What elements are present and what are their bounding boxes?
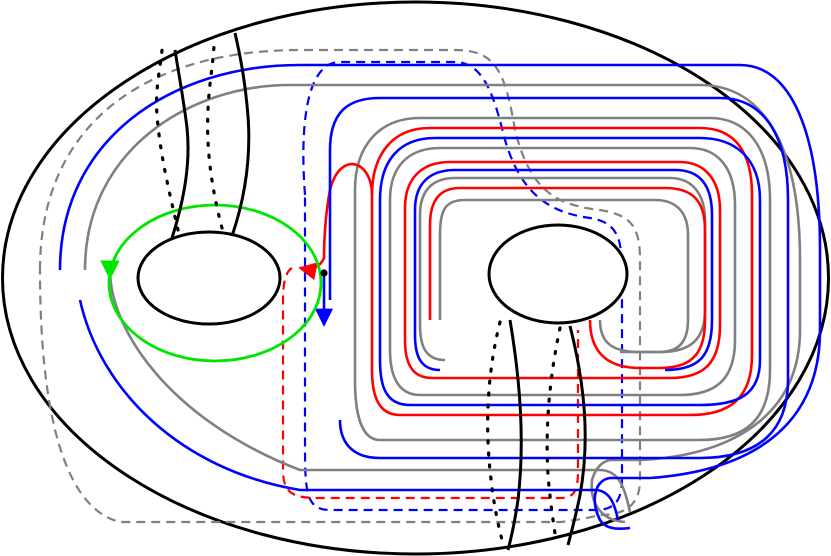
gray-spiral-1 xyxy=(353,116,772,442)
gray-loop-outer xyxy=(83,83,802,524)
red-curves xyxy=(298,126,754,417)
red-spiral-3 xyxy=(428,186,707,370)
red-spiral-2 xyxy=(403,160,722,380)
blue-bottom-run xyxy=(78,299,620,521)
left-hole xyxy=(136,230,282,326)
gray-spiral-2 xyxy=(388,146,737,397)
red-spiral-1 xyxy=(370,126,754,417)
red-arrow-curve xyxy=(298,162,374,281)
gray-spiral-3 xyxy=(418,176,707,362)
blue-dashed-loop xyxy=(302,60,624,512)
right-hole xyxy=(487,223,629,325)
handle-right-front-2 xyxy=(566,325,587,546)
handle-right-back-2 xyxy=(545,326,562,542)
blue-spiral-1 xyxy=(328,96,790,460)
handle-left-back-1 xyxy=(154,48,180,232)
handle-right-front-1 xyxy=(506,319,523,551)
blue-curves xyxy=(58,63,822,531)
blue-spiral-2 xyxy=(378,136,762,407)
handle-left-front-2 xyxy=(230,32,251,237)
gray-dashed-loop xyxy=(38,48,642,524)
handle-left-back-2 xyxy=(206,43,224,230)
base-point xyxy=(320,269,328,277)
black-handles xyxy=(154,32,587,551)
blue-spiral-3 xyxy=(413,168,714,372)
handle-right-back-1 xyxy=(486,320,504,542)
gray-inner-hook xyxy=(438,198,690,354)
blue-loop-outer xyxy=(58,63,822,531)
handle-left-front-1 xyxy=(170,49,190,239)
